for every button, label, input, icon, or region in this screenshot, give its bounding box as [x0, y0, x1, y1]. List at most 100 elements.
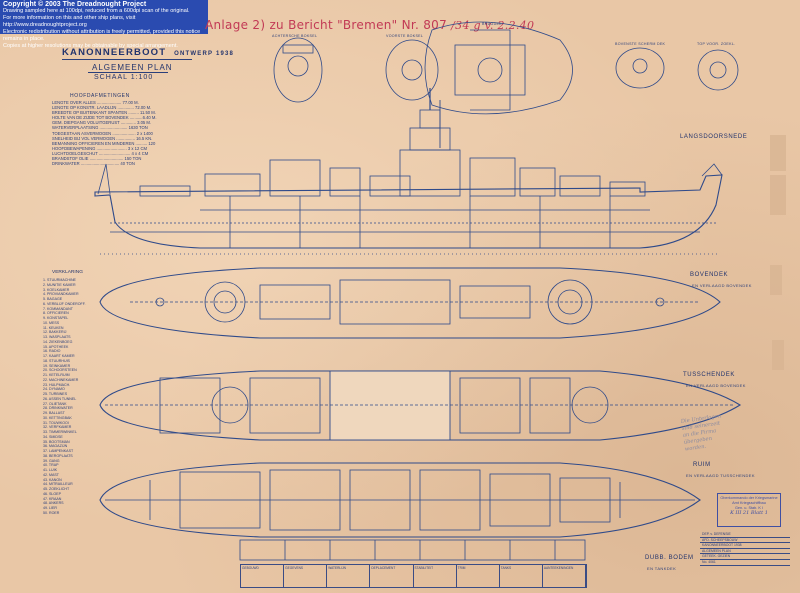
title-block-cell: ALGEMEEN PLAN: [700, 549, 790, 555]
legend-item: 49. LIER: [43, 506, 57, 510]
label-upper-deck: BOVENDEK: [690, 272, 729, 278]
upper-deck-plan: [99, 267, 721, 339]
label-aft-gun: ACHTERSCHE BOKSEL: [272, 34, 318, 38]
legend-item: 29. BALLAST: [43, 411, 65, 415]
bottom-table-cell: AANTEEKENINGEN: [543, 565, 586, 587]
spec-row: BRANDSTOF OLIE .........................…: [52, 156, 142, 162]
legend-item: 40. TRAP: [43, 463, 59, 468]
stamp-handwriting: K III 21 Blatt 1: [730, 510, 768, 516]
vessel-type: KANONNEERBOOT: [62, 47, 167, 58]
plan-title: ALGEMEEN PLAN: [92, 63, 173, 72]
legend-item: 50. ROER: [43, 510, 60, 515]
bottom-table-cell: STABILITEIT: [414, 565, 457, 587]
legend-item: 4. PROVIANDKAMER: [43, 292, 79, 297]
spec-row: BEMANNING OFFICIEREN EN MINDEREN .......…: [52, 140, 156, 146]
legend-item: 22. MACHINEKAMER: [43, 377, 79, 382]
spec-row: GEM. DIEPGANG VOLUITGERUST .............…: [52, 120, 152, 126]
longitudinal-section: [94, 88, 723, 255]
legend-item: 46. SLOEP: [43, 491, 61, 496]
legend-item: 20. SCHOORSTEEN: [43, 368, 77, 373]
double-bottom-strip: [239, 539, 586, 561]
spec-row: HOLTE VAN DE ZIJDE TOT BOVENDEK ........…: [52, 115, 157, 121]
legend-item: 17. KAART KAMER: [43, 354, 75, 358]
legend-item: 44. MITRAILLEUR: [43, 482, 73, 487]
stamp-line: Gen. u. Stab. K I: [734, 506, 764, 510]
design-year: ONTWERP 1938: [174, 51, 235, 57]
legend-item: 48. ANKERS: [43, 501, 64, 506]
label-top-searchlight: TOP VOOR. ZOEKL.: [697, 42, 736, 46]
legend-item: 23. HULPMACH.: [43, 382, 71, 387]
legend-item: 30. KETTINGBAK: [43, 415, 72, 420]
legend-item: 43. KANON: [43, 477, 62, 482]
label-hold: RUIM: [693, 462, 711, 468]
tweendeck-plan: [99, 370, 742, 441]
copyright-notice: Copyright © 2003 The Dreadnought Project…: [0, 0, 208, 49]
top-detail-views: [273, 21, 739, 115]
legend-item: 37. LAMPENKAST: [43, 449, 74, 453]
legend-item: 31. TOUWKOOI: [43, 420, 69, 425]
legend-item: 8. OFFICIEREN: [43, 311, 69, 316]
legend-item: 34. SMIDSE: [43, 434, 63, 439]
legend-item: 6. VERBLIJF ONDEROFF.: [43, 301, 86, 306]
legend-item: 45. ZOEKLICHT: [43, 487, 70, 491]
legend-item: 27. OLIETANK: [43, 401, 67, 406]
legend-item: 35. BOOTSMAN: [43, 439, 70, 444]
kriegsmarine-stamp: Oberkommando der Kriegsmarine Amt Kriegs…: [717, 493, 781, 527]
scale-label: SCHAAL 1:100: [94, 74, 154, 81]
label-double-bottom: DUBB. BODEM: [645, 555, 694, 561]
copyright-line: Drawing sampled here at 100dpi, reduced …: [3, 8, 190, 14]
stamp-line: Oberkommando der Kriegsmarine: [720, 496, 778, 500]
spec-row: DRINKWATER .............................…: [52, 161, 135, 167]
legend-item: 13. WASPLAATS: [43, 335, 71, 339]
tape-marks: [770, 135, 786, 370]
legend-item: 5. BAGAGE: [43, 297, 63, 301]
label-fwd-gun: VOORSTE BOKSEL: [386, 34, 424, 38]
legend-item: 36. MAGAZIJN: [43, 444, 68, 449]
spec-row: TOEGESTAAN ASVERMOGEN ..................…: [52, 130, 153, 136]
label-bridge: BRUGDEK: [482, 22, 502, 26]
spec-row: WATERVERPLAATSING ......................…: [52, 125, 148, 131]
spec-row: HOOFDBEWAPENING ........................…: [52, 145, 148, 151]
spec-row: SNELHEID BIJ VOL VERMOGEN ..............…: [52, 135, 153, 141]
bottom-table-cell: TRIM: [457, 565, 500, 587]
report-stamp-text: Anlage 2) zu Bericht "Bremen" Nr. 807: [205, 18, 448, 32]
legend-heading: VERKLARING: [52, 270, 83, 275]
legend-item: 10. MESS: [43, 320, 60, 325]
legend-item: 2. MUNITIE KAMER: [43, 282, 76, 287]
legend-item: 26. ASSEN TUNNEL: [43, 396, 77, 401]
legend-item: 12. BAKKERIJ: [43, 330, 67, 335]
legend-item: 1. STUURMACHINE: [43, 278, 76, 282]
legend-item: 21. KETELRUIM: [43, 373, 70, 377]
label-tweendeck-sub: EN VERLAAGD BOVENDEK: [686, 383, 746, 388]
label-upper-deck-sub: EN VERLAAGD BOVENDEK: [692, 283, 752, 288]
legend-item: 33. TIMMERWINKEL: [43, 430, 77, 434]
legend-item: 9. KONSTAPEL: [43, 316, 69, 320]
legend-item: 19. SEINKAMER: [43, 363, 71, 368]
legend-item: 42. MAST: [43, 472, 59, 477]
copyright-line[interactable]: For more information on this and other s…: [3, 15, 136, 28]
legend-item: 47. KRAAN: [43, 496, 62, 501]
specs-heading: HOOFDAFMETINGEN: [70, 93, 130, 99]
legend-item: 15. APOTHEEK: [43, 344, 69, 349]
legend-item: 24. DYNAMO: [43, 387, 65, 392]
title-underline: [62, 59, 192, 60]
copyright-title: Copyright © 2003 The Dreadnought Project: [3, 1, 147, 8]
label-top-screen: BOVENSTE SCHERM DEK: [615, 42, 666, 46]
spec-row: LUCHTDOELGESCHUT .......................…: [52, 150, 149, 156]
bottom-table-cell: GEBOUWD: [241, 565, 285, 587]
legend-item: 3. KOELKAMER: [43, 287, 70, 292]
bottom-table-cell: TANKS: [500, 565, 543, 587]
spec-row: LENGTE OP KONSTR. LAADLIJN .............…: [52, 105, 152, 111]
legend-item: 16. RADIO: [43, 349, 61, 354]
legend-item: 7. KOMMANDANT: [43, 306, 73, 311]
title-block-cell: AFD. SCHEEPSBOUW: [700, 538, 790, 544]
copyright-line: Electronic redistribution without attrib…: [3, 29, 201, 42]
label-tweendeck: TUSSCHENDEK: [683, 372, 735, 378]
label-double-bottom-sub: EN TANKDEK: [647, 566, 677, 571]
legend-item: 18. STUURHUIS: [43, 358, 70, 363]
bottom-table-cell: GEGEVENS: [284, 565, 328, 587]
hold-plan: [99, 462, 701, 538]
